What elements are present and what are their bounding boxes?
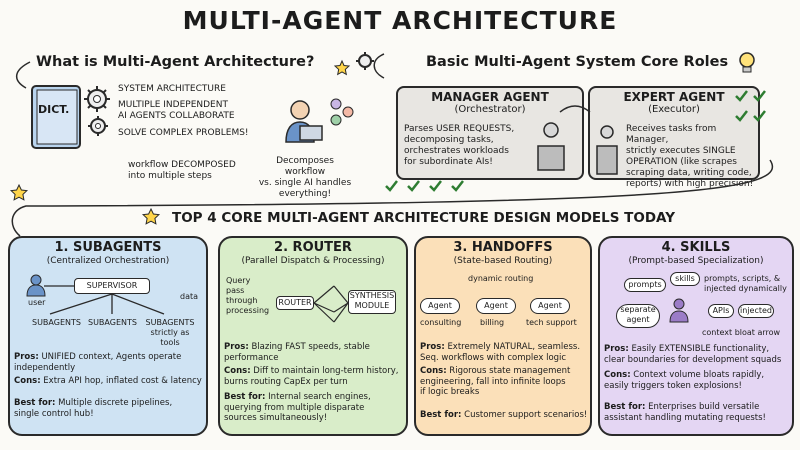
manager-subtitle: (Orchestrator) [454, 104, 526, 115]
gear-icon [84, 86, 110, 112]
handoffs-subtitle: (State-based Routing) [453, 256, 553, 266]
cons-label: Cons: [420, 366, 447, 376]
manager-description: Parses USER REQUESTS, decomposing tasks,… [404, 124, 515, 167]
agent-node-billing: Agent [476, 298, 516, 314]
bullet-solve-problems: SOLVE COMPLEX PROBLEMS! [118, 128, 249, 138]
handoffs-title: 3. HANDOFFS [453, 240, 553, 255]
handoffs-cons: Rigorous state management engineering, f… [420, 366, 571, 397]
subagents-pros: UNIFIED context, Agents operate independ… [14, 352, 182, 373]
skills-best: Enterprises build versatile assistant ha… [604, 402, 766, 423]
prompts-bubble: prompts [624, 278, 666, 292]
handoffs-pros: Extremely NATURAL, seamless. Seq. workfl… [420, 342, 581, 363]
page-title: MULTI-AGENT ARCHITECTURE [182, 6, 618, 35]
skills-panel [598, 236, 794, 436]
pros-label: Pros: [604, 344, 629, 354]
subagent-label-1: SUBAGENTS [32, 318, 81, 327]
bullet-workflow-decomposed: workflow DECOMPOSED into multiple steps [128, 160, 236, 181]
router-box: ROUTER [276, 296, 314, 310]
expert-description: Receives tasks from Manager, strictly ex… [626, 124, 754, 189]
skills-title: 4. SKILLS [661, 240, 731, 255]
manager-title: MANAGER AGENT [431, 90, 549, 104]
gear-icon [356, 52, 374, 70]
skills-subtitle: (Prompt-based Specialization) [628, 256, 764, 266]
expert-subtitle: (Executor) [648, 104, 700, 115]
skills-cons: Context volume bloats rapidly, easily tr… [604, 370, 765, 391]
checkmark-icon [385, 180, 464, 192]
cons-label: Cons: [604, 370, 631, 380]
pros-label: Pros: [420, 342, 445, 352]
subagents-connectors [44, 285, 165, 315]
best-label: Best for: [14, 398, 56, 408]
user-icon [26, 274, 46, 297]
tech-support-label: tech support [526, 318, 577, 327]
skills-note: prompts, scripts, & injected dynamically [704, 274, 787, 293]
subagents-title: 1. SUBAGENTS [54, 240, 162, 255]
pros-label: Pros: [14, 352, 39, 362]
subagents-subtitle: (Centralized Orchestration) [46, 256, 170, 266]
router-best: Internal search engines, querying from m… [224, 392, 371, 423]
best-label: Best for: [604, 402, 646, 412]
checkmark-icon [735, 90, 766, 122]
best-label: Best for: [420, 410, 462, 420]
supervisor-box: SUPERVISOR [74, 278, 150, 294]
subagent-label-2: SUBAGENTS [88, 318, 137, 327]
injected-bubble: injected [738, 304, 774, 318]
data-label: data [180, 292, 199, 301]
person-laptop-icon [285, 98, 354, 143]
dictionary-label: DICT. [38, 103, 70, 116]
router-pros: Blazing FAST speeds, stable performance [224, 342, 370, 363]
expert-agent-card [588, 86, 760, 180]
subagent-label-3: SUBAGENTS strictly as tools [145, 318, 195, 347]
apis-bubble: APIs [708, 304, 734, 318]
router-cons: Diff to maintain long-term history, burn… [224, 366, 399, 387]
query-label: Query pass through processing [226, 276, 270, 315]
skills-pros: Easily EXTENSIBLE functionality, clear b… [604, 344, 782, 365]
user-label: user [28, 298, 46, 307]
router-title: 2. ROUTER [274, 240, 352, 255]
cons-label: Cons: [14, 376, 41, 386]
router-panel [218, 236, 408, 436]
star-icon [333, 59, 351, 76]
separate-agent-bubble: separate agent [616, 304, 660, 328]
star-icon [9, 183, 29, 201]
expert-title: EXPERT AGENT [623, 90, 725, 104]
pros-label: Pros: [224, 342, 249, 352]
router-subtitle: (Parallel Dispatch & Processing) [241, 256, 385, 266]
router-fanout [313, 285, 349, 323]
bullet-agents-collaborate: MULTIPLE INDEPENDENT AI AGENTS COLLABORA… [118, 100, 235, 121]
consulting-label: consulting [420, 318, 462, 327]
dynamic-routing-label: dynamic routing [468, 274, 534, 283]
dictionary-book-icon [31, 85, 81, 149]
subagents-panel [8, 236, 208, 436]
what-is-heading: What is Multi-Agent Architecture? [36, 54, 315, 70]
expert-figure-icon [596, 125, 618, 175]
handoffs-panel [414, 236, 592, 436]
bullet-system-architecture: SYSTEM ARCHITECTURE [118, 84, 226, 94]
skills-bubble: skills [670, 272, 700, 286]
subagents-best: Multiple discrete pipelines, single cont… [14, 398, 173, 419]
agent-icon [669, 298, 689, 323]
synthesis-box: SYNTHESIS MODULE [348, 290, 396, 314]
best-label: Best for: [224, 392, 266, 402]
billing-label: billing [480, 318, 505, 327]
core-roles-heading: Basic Multi-Agent System Core Roles [426, 54, 729, 70]
star-icon [141, 207, 161, 225]
manager-figure-icon [537, 122, 565, 171]
context-bloat-label: context bloat arrow [702, 328, 781, 337]
handoffs-best: Customer support scenarios! [464, 410, 588, 420]
agent-node-consulting: Agent [420, 298, 460, 314]
cons-label: Cons: [224, 366, 251, 376]
models-heading: TOP 4 CORE MULTI-AGENT ARCHITECTURE DESI… [172, 210, 675, 226]
decomposes-note: Decomposes workflow vs. single AI handle… [258, 156, 352, 199]
agent-node-tech: Agent [530, 298, 570, 314]
lightbulb-icon [739, 52, 755, 73]
subagents-cons: Extra API hop, inflated cost & latency [43, 376, 202, 386]
gear-icon [88, 116, 108, 136]
